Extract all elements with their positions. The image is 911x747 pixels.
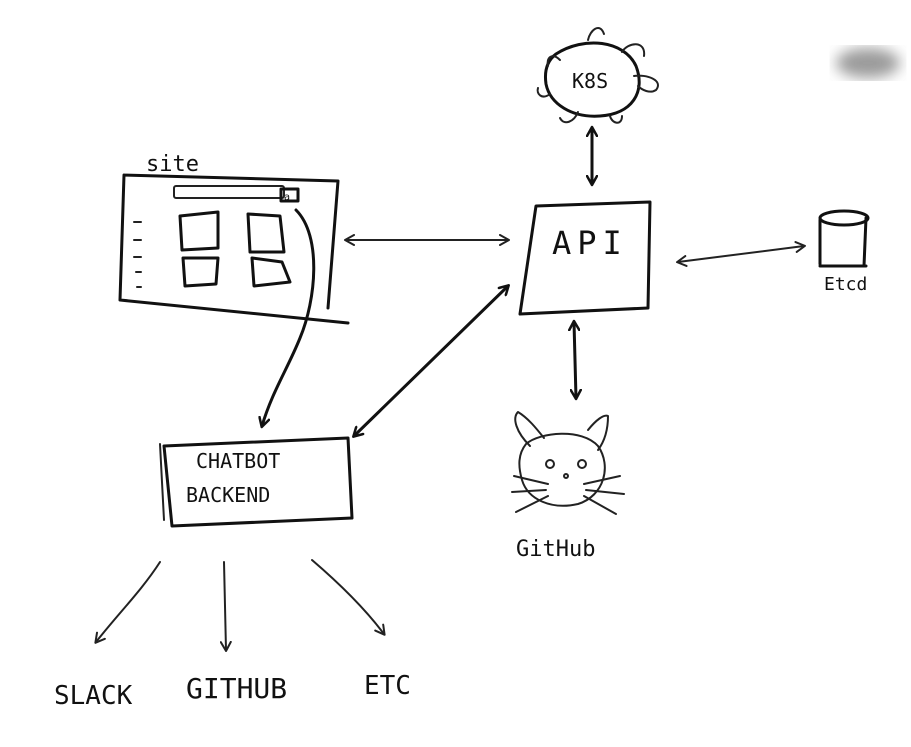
chatbot-backend-node: CHATBOT BACKEND	[159, 436, 354, 528]
etcd-node: Etcd	[818, 209, 870, 295]
search-bar: a	[173, 185, 300, 203]
k8s-node: K8S	[536, 27, 659, 124]
sidebar-dots	[133, 221, 142, 288]
content-cards	[178, 210, 292, 288]
site-label: site	[146, 152, 199, 177]
api-label: API	[552, 224, 628, 262]
search-icon: a	[284, 192, 290, 203]
k8s-label: K8S	[572, 69, 608, 93]
arrow-api-github	[574, 322, 576, 398]
eraser-smudge	[836, 48, 900, 78]
chatbot-label-line2: BACKEND	[186, 483, 270, 507]
arrow-site-to-chatbot	[262, 208, 316, 426]
github-cat-node: GitHub	[511, 411, 625, 562]
arrow-api-chatbot	[354, 286, 508, 436]
chatbot-label-line1: CHATBOT	[196, 449, 280, 473]
arrow-to-github	[219, 561, 232, 652]
site-browser-window: site a	[118, 152, 350, 325]
arrow-api-etcd	[676, 241, 806, 267]
output-github-label: GITHUB	[186, 672, 287, 705]
arrow-to-slack	[94, 561, 161, 644]
arrow-to-etc	[311, 559, 386, 636]
output-slack-label: SLACK	[54, 681, 133, 711]
output-etc-label: ETC	[364, 671, 411, 701]
github-cat-label: GitHub	[516, 537, 595, 562]
etcd-label: Etcd	[824, 274, 867, 295]
api-node: API	[518, 200, 652, 316]
